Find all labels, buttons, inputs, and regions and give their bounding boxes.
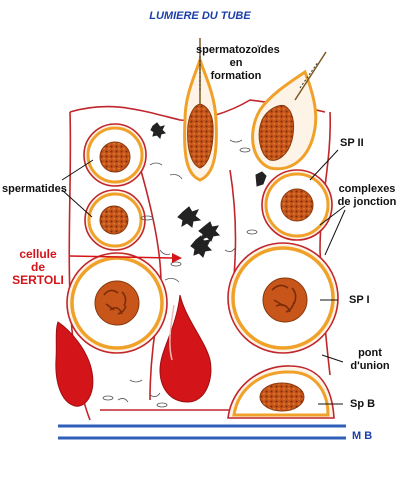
spermatozoid-1 bbox=[183, 38, 218, 182]
sertoli-organelles bbox=[150, 122, 267, 258]
label-spb: Sp B bbox=[350, 398, 376, 410]
label-complexes-jonction: complexes de jonction bbox=[337, 183, 397, 208]
spermatozoid-2 bbox=[251, 51, 327, 171]
label-leader-lines bbox=[61, 149, 346, 405]
sp1-cell-right bbox=[227, 242, 339, 354]
label-mb: M B bbox=[352, 430, 373, 442]
spb-cell bbox=[227, 365, 335, 419]
sertoli-arrow bbox=[69, 253, 182, 263]
cytoplasm-body-left bbox=[55, 321, 94, 407]
label-sertoli: cellule de SERTOLI bbox=[12, 247, 64, 287]
sp1-cell-left bbox=[66, 252, 168, 354]
sp2-cell bbox=[261, 169, 333, 241]
cytoplasm-body-center bbox=[159, 294, 212, 403]
label-spermatides: spermatides bbox=[2, 183, 67, 195]
label-sp1: SP I bbox=[349, 294, 370, 306]
label-spermatozoides: spermatozoïdes en formation bbox=[196, 44, 280, 82]
label-sp2: SP II bbox=[340, 137, 364, 149]
basement-membrane bbox=[58, 424, 346, 440]
spermatide-cell-1 bbox=[83, 123, 147, 187]
label-pont-union: pont d'union bbox=[350, 347, 390, 372]
page-title: LUMIERE DU TUBE bbox=[149, 10, 251, 22]
sertoli-reticulum bbox=[102, 139, 258, 408]
spermatide-cell-2 bbox=[84, 189, 146, 251]
